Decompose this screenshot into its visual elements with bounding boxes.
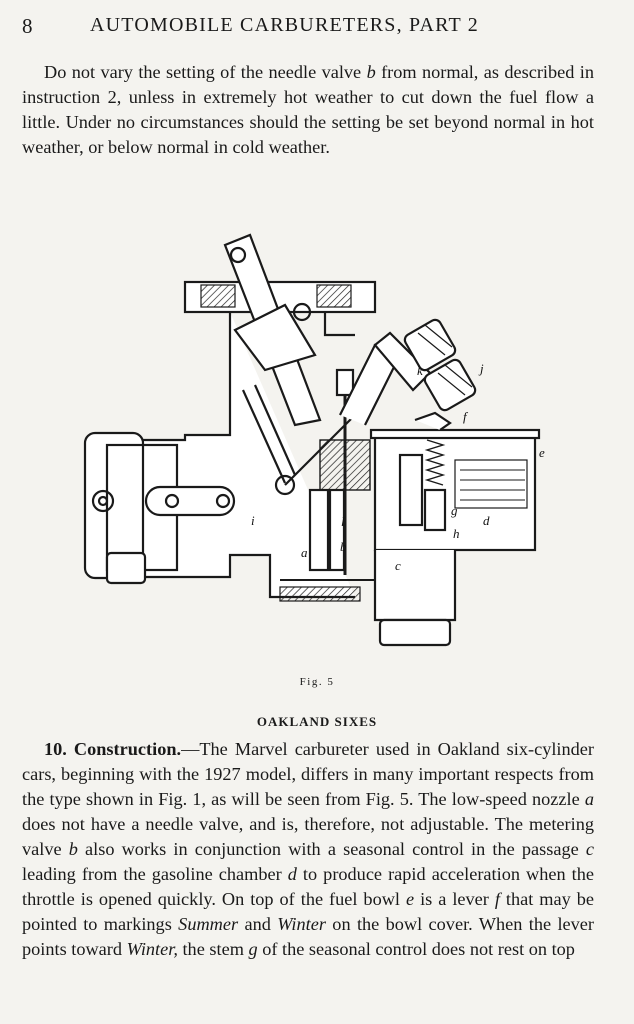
- text-run: that may be pointed to markings: [22, 889, 594, 934]
- text-run: does not have a needle valve, and is, th…: [22, 814, 594, 859]
- label-k: k: [417, 363, 423, 378]
- italic-letter: e: [405, 889, 415, 909]
- text-run: also works in conjunction with a seasona…: [77, 839, 586, 859]
- section-title: OAKLAND SIXES: [256, 714, 378, 729]
- text-run: and: [238, 914, 278, 934]
- paragraph-construction: 10. Construction.—The Marvel carbureter …: [22, 737, 594, 962]
- label-i: i: [251, 513, 255, 528]
- italic-letter: d: [287, 864, 297, 884]
- section-number: 10.: [44, 739, 67, 759]
- text-run: the stem: [177, 939, 249, 959]
- label-f: f: [463, 409, 469, 424]
- page-number: 8: [22, 14, 33, 38]
- label-h: h: [453, 526, 460, 541]
- text-run: on the bowl cover. When the lever points…: [22, 914, 594, 959]
- label-l: l: [341, 514, 345, 529]
- text-run: —The Marvel carbureter used in Oakland s…: [22, 739, 594, 809]
- carbureter-figure: i a b c d e f g h j k l: [55, 225, 575, 670]
- label-c: c: [395, 558, 401, 573]
- page-header: 8 AUTOMOBILE CARBURETERS, PART 2: [22, 14, 612, 40]
- text-run: Do not vary the setting of the needle va…: [44, 62, 367, 82]
- label-j: j: [478, 361, 484, 376]
- adjusting-knobs: [373, 318, 477, 412]
- label-a: a: [301, 545, 308, 560]
- label-e: e: [539, 445, 545, 460]
- text-run: to produce rapid acceleration when the t…: [22, 864, 594, 909]
- label-d: d: [483, 513, 490, 528]
- italic-word: Summer: [178, 914, 239, 934]
- text-run: leading from the gasoline chamber: [22, 864, 288, 884]
- section-heading: Construction.: [73, 739, 182, 759]
- running-title: AUTOMOBILE CARBURETERS, PART 2: [90, 14, 479, 36]
- carbureter-diagram: i a b c d e f g h j k l: [83, 233, 545, 647]
- figure-caption: Fig. 5: [299, 676, 335, 688]
- italic-letter: b: [366, 62, 376, 82]
- italic-word: Winter: [277, 914, 326, 934]
- label-g: g: [451, 503, 458, 518]
- italic-letter: b: [68, 839, 78, 859]
- label-b: b: [340, 539, 347, 554]
- italic-letter: g: [248, 939, 258, 959]
- italic-letter: a: [584, 789, 594, 809]
- text-run: of the seasonal control does not rest on…: [257, 939, 575, 959]
- italic-word: Winter,: [126, 939, 178, 959]
- text-run: from normal, as described in instruction…: [22, 62, 594, 157]
- italic-letter: c: [585, 839, 594, 859]
- italic-letter: f: [494, 889, 500, 909]
- text-run: is a lever: [414, 889, 495, 909]
- paragraph-needle-valve: Do not vary the setting of the needle va…: [22, 60, 594, 160]
